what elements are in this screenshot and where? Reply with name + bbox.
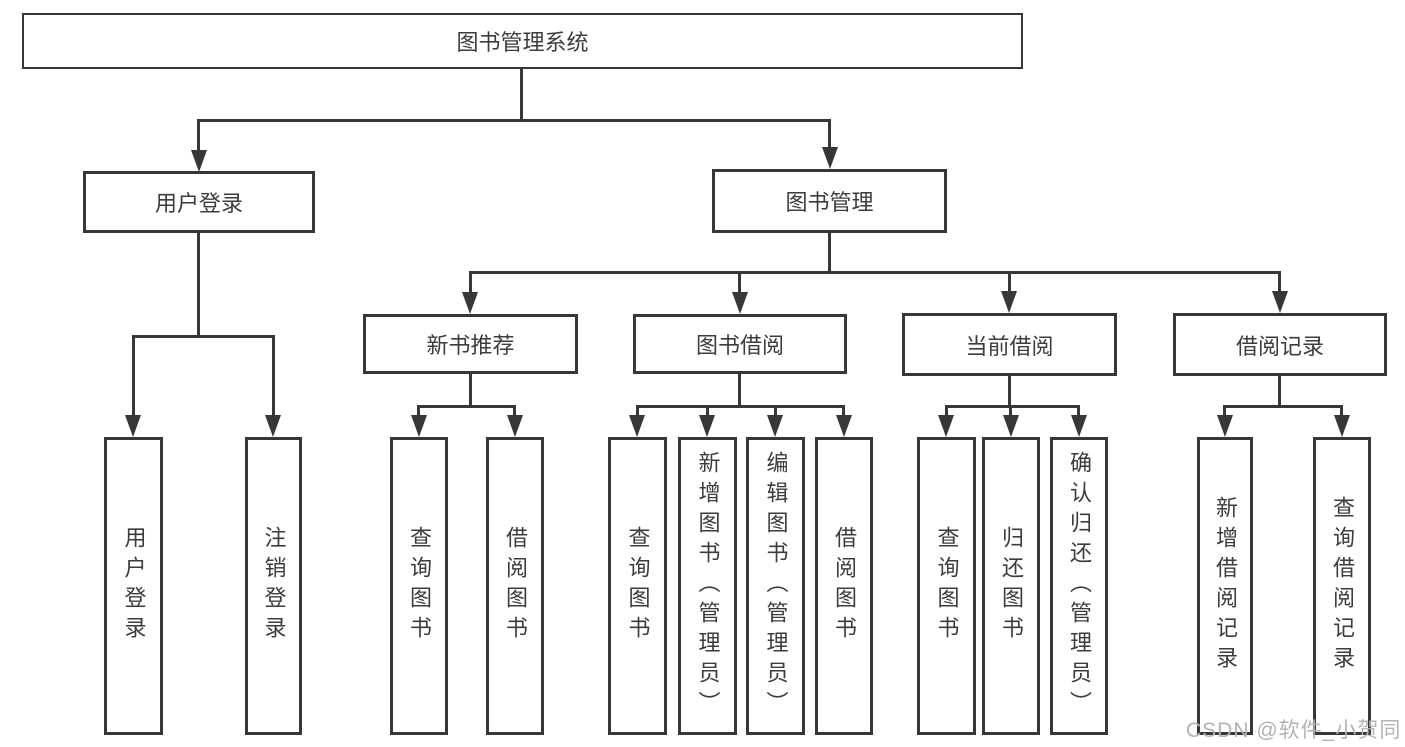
connector-line — [132, 335, 135, 417]
connector-line — [945, 405, 1080, 408]
connector-line — [1008, 376, 1011, 408]
leaf-records-query-record: 查询借阅记录 — [1313, 437, 1371, 735]
arrow-down — [1071, 415, 1087, 437]
arrow-down — [938, 415, 954, 437]
arrow-down — [411, 415, 427, 437]
node-book-management: 图书管理 — [712, 169, 947, 233]
connector-line — [520, 68, 523, 121]
connector-line — [417, 405, 420, 417]
arrow-down — [1001, 291, 1017, 313]
arrow-down — [1334, 415, 1350, 437]
connector-line — [197, 119, 200, 151]
connector-line — [1223, 405, 1343, 408]
connector-line — [738, 374, 741, 408]
connector-line — [945, 405, 948, 417]
arrow-down — [507, 415, 523, 437]
node-borrowing-records: 借阅记录 — [1173, 313, 1387, 376]
arrow-down — [732, 292, 748, 314]
arrow-down — [699, 415, 715, 437]
connector-line — [842, 405, 845, 417]
arrow-down — [629, 415, 645, 437]
connector-line — [132, 335, 275, 338]
arrow-down — [836, 415, 852, 437]
connector-line — [828, 233, 831, 274]
leaf-current-confirm-return-admin: 确认归还（管理员） — [1050, 437, 1108, 735]
arrow-down — [265, 415, 281, 437]
connector-line — [513, 405, 516, 417]
leaf-user-login: 用户登录 — [104, 437, 163, 735]
leaf-borrow-edit-books-admin: 编辑图书（管理员） — [746, 437, 805, 735]
connector-line — [1278, 271, 1281, 294]
node-current-borrowing: 当前借阅 — [902, 313, 1117, 376]
connector-line — [1278, 376, 1281, 408]
arrow-down — [125, 415, 141, 437]
leaf-borrow-query-books: 查询图书 — [608, 437, 667, 735]
connector-line — [1009, 405, 1012, 417]
arrow-down — [191, 150, 207, 172]
arrow-down — [1217, 415, 1233, 437]
leaf-logout: 注销登录 — [245, 437, 302, 735]
connector-line — [469, 374, 472, 408]
connector-line — [197, 233, 200, 338]
leaf-rec-borrow-books: 借阅图书 — [486, 437, 544, 735]
connector-line — [272, 335, 275, 417]
connector-line — [636, 405, 845, 408]
connector-line — [706, 405, 709, 417]
connector-line — [1223, 405, 1226, 417]
leaf-records-add-record: 新增借阅记录 — [1197, 437, 1253, 735]
connector-line — [738, 271, 741, 294]
arrow-down — [462, 292, 478, 314]
connector-line — [774, 405, 777, 417]
node-library-system: 图书管理系统 — [22, 13, 1023, 69]
connector-line — [417, 405, 516, 408]
connector-line — [1340, 405, 1343, 417]
leaf-borrow-add-books-admin: 新增图书（管理员） — [678, 437, 737, 735]
connector-line — [828, 119, 831, 149]
connector-line — [197, 119, 831, 122]
connector-line — [469, 271, 472, 294]
connector-line — [1008, 271, 1011, 294]
node-user-login: 用户登录 — [83, 171, 315, 233]
arrow-down — [767, 415, 783, 437]
watermark: CSDN @软件_小贺同学 — [1186, 719, 1402, 742]
leaf-borrow-borrow-books: 借阅图书 — [815, 437, 873, 735]
leaf-current-return-books: 归还图书 — [982, 437, 1040, 735]
connector-line — [1077, 405, 1080, 417]
connector-line — [469, 271, 1281, 274]
connector-line — [636, 405, 639, 417]
node-new-book-recommendation: 新书推荐 — [363, 314, 578, 374]
arrow-down — [822, 147, 838, 169]
node-book-borrowing: 图书借阅 — [633, 314, 847, 374]
leaf-current-query-books: 查询图书 — [917, 437, 976, 735]
leaf-rec-query-books: 查询图书 — [390, 437, 448, 735]
arrow-down — [1272, 291, 1288, 313]
arrow-down — [1003, 415, 1019, 437]
